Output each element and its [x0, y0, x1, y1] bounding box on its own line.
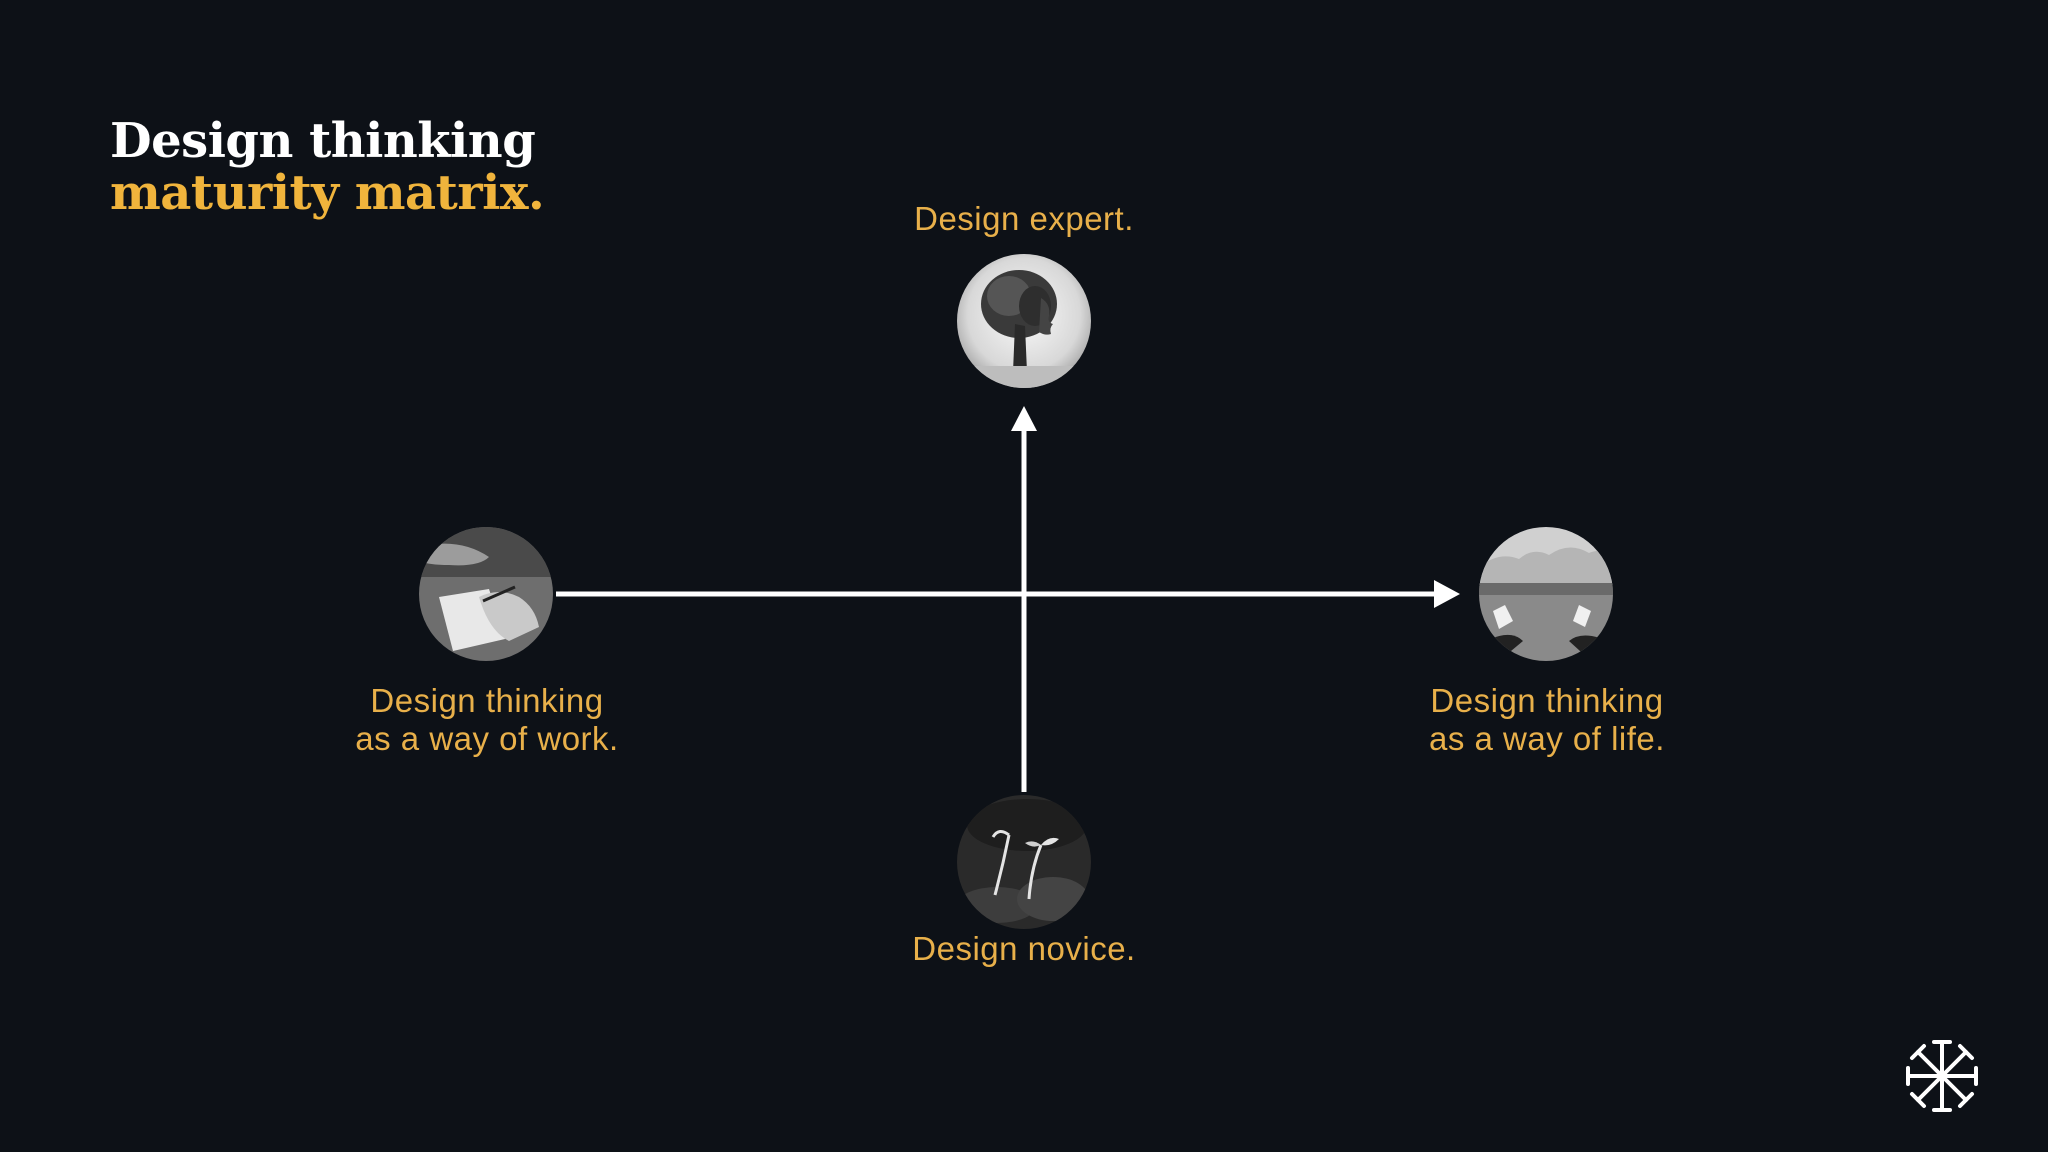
- up-arrowhead: [1011, 406, 1037, 431]
- label-way-of-life: Design thinking as a way of life.: [1347, 682, 1747, 758]
- seedling-image: [957, 795, 1091, 929]
- tree-head-image: [957, 254, 1091, 388]
- label-left-line-2: as a way of work.: [355, 720, 619, 757]
- field-feet-image: [1479, 527, 1613, 661]
- label-top-text: Design expert.: [914, 200, 1134, 237]
- writing-hands-image: [419, 527, 553, 661]
- label-way-of-work: Design thinking as a way of work.: [287, 682, 687, 758]
- label-design-expert: Design expert.: [824, 200, 1224, 238]
- label-design-novice: Design novice.: [824, 930, 1224, 968]
- asterisk-logo-icon: [1906, 1040, 1978, 1112]
- title-line-2: maturity matrix.: [110, 165, 545, 221]
- label-left-line-1: Design thinking: [370, 682, 604, 719]
- title-line-1: Design thinking: [110, 113, 536, 169]
- page-title: Design thinking maturity matrix.: [110, 113, 545, 221]
- right-arrowhead: [1434, 580, 1460, 608]
- label-right-line-2: as a way of life.: [1429, 720, 1665, 757]
- label-bottom-text: Design novice.: [912, 930, 1136, 967]
- label-right-line-1: Design thinking: [1430, 682, 1664, 719]
